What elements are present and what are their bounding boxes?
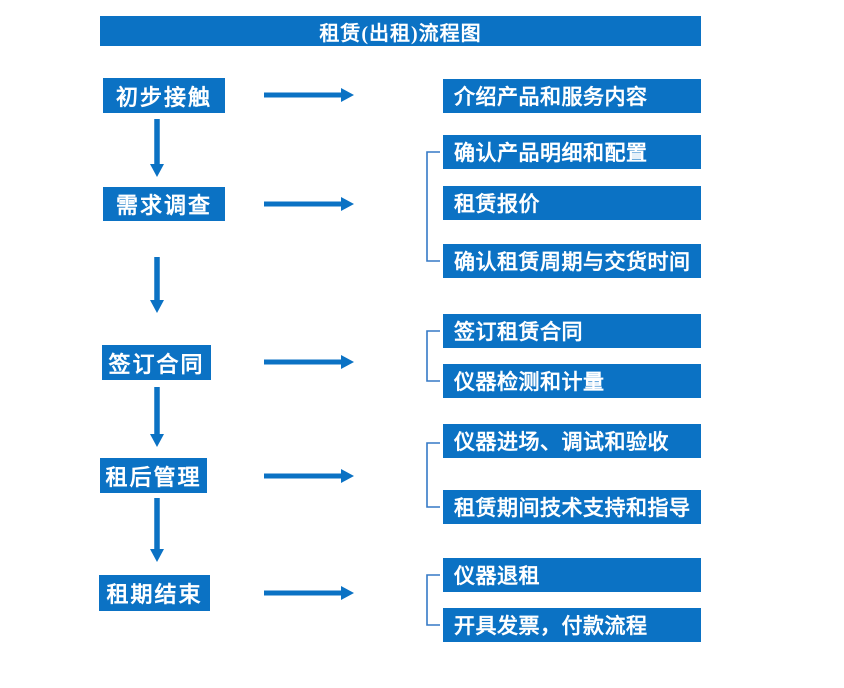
step-label: 签订合同 [108,351,205,377]
step-label: 需求调查 [115,193,212,218]
detail-box-instrument-testing: 仪器检测和计量 [443,364,701,398]
detail-label: 仪器进场、调试和验收 [454,430,669,454]
detail-box-sign-rental-contract: 签订租赁合同 [443,314,701,348]
detail-label: 签订租赁合同 [454,320,583,344]
detail-box-technical-support: 租赁期间技术支持和指导 [443,490,701,524]
step-box-rental-end: 租期结束 [99,575,210,611]
bracket-demand-survey-group [426,151,440,262]
step-box-sign-contract: 签订合同 [102,345,211,380]
step-label: 初步接触 [115,84,212,110]
flowchart-title: 租赁(出租)流程图 [319,22,482,45]
bracket-rental-end-group [426,574,440,626]
detail-box-instrument-entry-acceptance: 仪器进场、调试和验收 [443,424,701,458]
bracket-sign-contract-group [426,330,440,382]
flowchart-title-bar: 租赁(出租)流程图 [100,16,701,46]
detail-box-rental-quotation: 租赁报价 [443,186,701,220]
step-label: 租后管理 [105,464,202,490]
step-label: 租期结束 [106,582,203,607]
detail-label: 确认产品明细和配置 [454,141,648,165]
step-box-post-rental-management: 租后管理 [100,458,207,493]
detail-label: 介绍产品和服务内容 [454,85,648,109]
detail-box-confirm-product-config: 确认产品明细和配置 [443,135,701,169]
detail-label: 租赁期间技术支持和指导 [454,496,691,520]
step-box-initial-contact: 初步接触 [103,78,225,113]
detail-label: 仪器退租 [454,564,540,588]
detail-label: 仪器检测和计量 [454,370,605,394]
detail-label: 租赁报价 [454,192,540,216]
detail-box-introduce-products: 介绍产品和服务内容 [443,79,701,113]
detail-box-instrument-return: 仪器退租 [443,558,701,592]
detail-box-invoice-payment: 开具发票，付款流程 [443,608,701,642]
step-box-demand-survey: 需求调查 [103,187,225,221]
detail-box-confirm-period-delivery: 确认租赁周期与交货时间 [443,244,701,278]
bracket-post-rental-group [426,442,440,508]
detail-label: 开具发票，付款流程 [454,614,648,638]
detail-label: 确认租赁周期与交货时间 [454,250,691,274]
